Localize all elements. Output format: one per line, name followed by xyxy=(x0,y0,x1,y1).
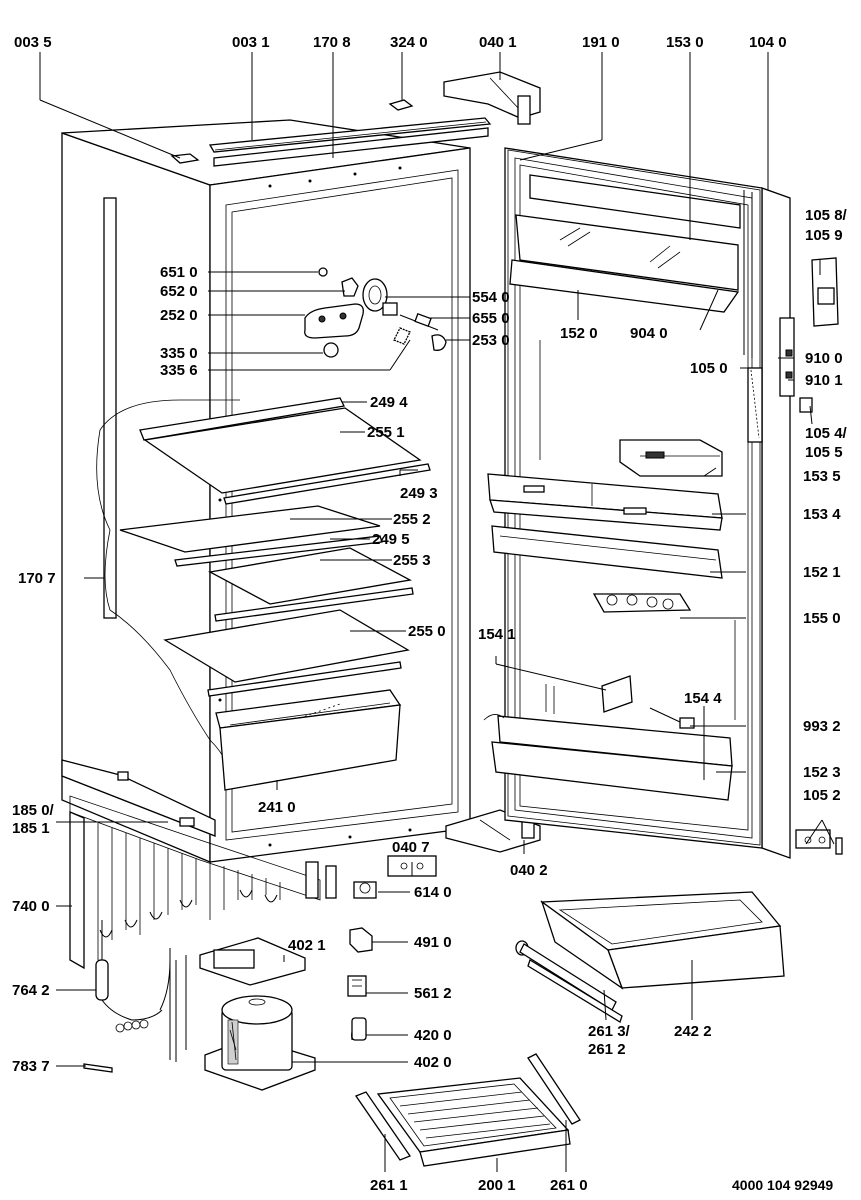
drawer-rail-right xyxy=(515,940,623,1023)
callout-249-4: 249 4 xyxy=(370,394,408,411)
condenser xyxy=(69,795,337,970)
callout-242-2: 242 2 xyxy=(674,1023,712,1040)
callout-993-2: 993 2 xyxy=(803,718,841,735)
compressor xyxy=(169,937,316,1091)
base-plate xyxy=(61,759,216,837)
callout-185-1: 185 1 xyxy=(12,820,50,837)
callout-652-0: 652 0 xyxy=(160,283,198,300)
callout-783-7: 783 7 xyxy=(12,1058,50,1075)
callout-420-0: 420 0 xyxy=(414,1027,452,1044)
callout-255-3: 255 3 xyxy=(393,552,431,569)
callout-614-0: 614 0 xyxy=(414,884,452,901)
callout-335-0: 335 0 xyxy=(160,345,198,362)
callout-185-0: 185 0/ xyxy=(12,802,55,819)
document-code: 4000 104 92949 xyxy=(732,1177,833,1193)
callout-249-5: 249 5 xyxy=(372,531,410,548)
callout-252-0: 252 0 xyxy=(160,307,198,324)
callout-904-0: 904 0 xyxy=(630,325,668,342)
callout-105-9: 105 9 xyxy=(805,227,843,244)
callout-655-0: 655 0 xyxy=(472,310,510,327)
callout-402-0: 402 0 xyxy=(414,1054,452,1071)
callout-104-0: 104 0 xyxy=(749,34,787,51)
callout-261-2: 261 2 xyxy=(588,1041,626,1058)
callout-261-0: 261 0 xyxy=(550,1177,588,1194)
door-side-parts xyxy=(779,257,843,855)
shelf-stack xyxy=(96,397,431,791)
callout-249-3: 249 3 xyxy=(400,485,438,502)
callout-170-8: 170 8 xyxy=(313,34,351,51)
callout-labels: 003 5 003 1 170 8 324 0 040 1 191 0 153 … xyxy=(12,34,848,1194)
callout-170-7: 170 7 xyxy=(18,570,56,587)
callout-105-0: 105 0 xyxy=(690,360,728,377)
callout-105-2: 105 2 xyxy=(803,787,841,804)
callout-153-4: 153 4 xyxy=(803,506,841,523)
callout-255-1: 255 1 xyxy=(367,424,405,441)
callout-261-1: 261 1 xyxy=(370,1177,408,1194)
callout-554-0: 554 0 xyxy=(472,289,510,306)
callout-153-0: 153 0 xyxy=(666,34,704,51)
callout-335-6: 335 6 xyxy=(160,362,198,379)
callout-153-5: 153 5 xyxy=(803,468,841,485)
callout-241-0: 241 0 xyxy=(258,799,296,816)
drier xyxy=(95,920,171,1033)
callout-040-2: 040 2 xyxy=(510,862,548,879)
callout-324-0: 324 0 xyxy=(390,34,428,51)
callout-152-3: 152 3 xyxy=(803,764,841,781)
callout-040-1: 040 1 xyxy=(479,34,517,51)
hinge-top xyxy=(443,71,541,125)
door xyxy=(483,147,791,859)
callout-152-0: 152 0 xyxy=(560,325,598,342)
callout-651-0: 651 0 xyxy=(160,264,198,281)
callout-191-0: 191 0 xyxy=(582,34,620,51)
callout-040-7: 040 7 xyxy=(392,839,430,856)
bottom-shelf-frame xyxy=(355,1053,581,1167)
callout-154-4: 154 4 xyxy=(684,690,722,707)
callout-152-1: 152 1 xyxy=(803,564,841,581)
callout-261-3: 261 3/ xyxy=(588,1023,631,1040)
callout-910-0: 910 0 xyxy=(805,350,843,367)
callout-255-2: 255 2 xyxy=(393,511,431,528)
callout-200-1: 200 1 xyxy=(478,1177,516,1194)
callout-255-0: 255 0 xyxy=(408,623,446,640)
callout-154-1: 154 1 xyxy=(478,626,516,643)
callout-105-5: 105 5 xyxy=(805,444,843,461)
top-rails xyxy=(208,99,492,167)
callout-402-1: 402 1 xyxy=(288,937,326,954)
callout-253-0: 253 0 xyxy=(472,332,510,349)
callout-740-0: 740 0 xyxy=(12,898,50,915)
callout-561-2: 561 2 xyxy=(414,985,452,1002)
vegetable-drawer xyxy=(540,891,785,990)
callout-003-1: 003 1 xyxy=(232,34,270,51)
callout-155-0: 155 0 xyxy=(803,610,841,627)
callout-491-0: 491 0 xyxy=(414,934,452,951)
leader-lines xyxy=(39,52,835,1172)
callout-910-1: 910 1 xyxy=(805,372,843,389)
callout-003-5: 003 5 xyxy=(14,34,52,51)
service-tube xyxy=(83,1063,113,1073)
callout-764-2: 764 2 xyxy=(12,982,50,999)
callout-105-4: 105 4/ xyxy=(805,425,848,442)
callout-105-8: 105 8/ xyxy=(805,207,848,224)
thermostat-assembly xyxy=(304,267,447,358)
electrical-parts xyxy=(347,855,437,1041)
